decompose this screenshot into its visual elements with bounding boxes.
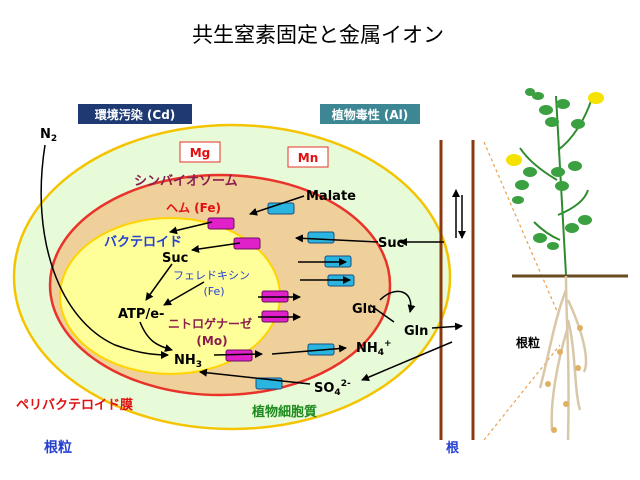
nodule-label-left: 根粒: [44, 439, 72, 456]
leaf: [571, 119, 585, 129]
nh4-label: NH4+: [356, 339, 392, 358]
peribacteroid-label: ペリバクテロイド膜: [16, 397, 133, 413]
nh3-out-arrow: [213, 350, 263, 359]
leaf: [512, 196, 524, 204]
heme-label: ヘム (Fe): [166, 201, 221, 215]
leaf: [515, 180, 529, 190]
transporter-blue: [267, 202, 295, 215]
mg-label: Mg: [190, 146, 211, 160]
page-title: 共生窒素固定と金属イオン: [192, 23, 444, 47]
root-nodule: [575, 365, 581, 371]
transporter-magenta: [225, 349, 253, 362]
leaf: [539, 105, 553, 115]
n2-influx-arrow: [40, 144, 169, 359]
bacteroid-label: バクテロイド: [104, 235, 182, 250]
gln-out-arrow: [431, 322, 463, 331]
transporter-blue: [307, 231, 335, 244]
heme-arrow: [169, 221, 213, 235]
ferredoxin-fe-label: (Fe): [203, 285, 224, 298]
pollution-label: 環境汚染 (Cd): [95, 107, 176, 122]
leaf: [533, 233, 547, 243]
toxicity-box: [320, 104, 420, 124]
leaf: [578, 215, 592, 225]
ferredoxin-arrow: [163, 281, 205, 306]
suc-outer-label: Suc: [378, 236, 404, 251]
plant-cytoplasm-label: 植物細胞質: [251, 404, 317, 420]
nh4-arrow: [271, 344, 347, 355]
soybean-plant-illustration: [506, 88, 628, 441]
so4-label: SO42-: [314, 379, 351, 398]
nh3-label: NH3: [174, 353, 202, 370]
root-nodule: [545, 381, 551, 387]
toxicity-label: 植物毒性 (Al): [331, 107, 409, 122]
flower: [506, 154, 522, 166]
atp-to-nitrogenase-arrow: [139, 321, 173, 352]
n2-label: N2: [40, 127, 57, 144]
suc-inner-label: Suc: [162, 251, 188, 266]
leaf: [545, 117, 559, 127]
malate-arrow: [249, 195, 305, 216]
nitrogenase-label: ニトロゲナーゼ: [168, 316, 252, 331]
mn-box: [287, 146, 329, 168]
suc-outer-arrow: [295, 234, 379, 243]
root-nodule: [551, 427, 557, 433]
leaf: [568, 161, 582, 171]
suc-inner-arrow: [191, 242, 241, 253]
glu-gln-arrow: [379, 290, 416, 313]
plant-roots: [538, 275, 588, 441]
leaf: [565, 223, 579, 233]
leaf: [551, 167, 565, 177]
glu-gln-bar: [369, 304, 395, 323]
leaf: [555, 181, 569, 191]
leaf: [525, 88, 535, 96]
so4-arrow: [199, 368, 311, 385]
ferredoxin-label: フェレドキシン: [173, 269, 250, 282]
leaf: [523, 167, 537, 177]
flower: [588, 92, 604, 104]
pollution-box: [78, 104, 192, 124]
leaf: [547, 242, 559, 250]
root-nodule: [577, 325, 583, 331]
connector-line-bottom: [483, 344, 561, 441]
malate-label: Malate: [306, 189, 356, 204]
suc-to-atp-arrow: [145, 263, 173, 301]
connector-line-top: [483, 141, 561, 319]
leaf: [532, 92, 544, 100]
root-nodule: [563, 401, 569, 407]
leaf: [556, 99, 570, 109]
symbiosome-label: シンバイオソーム: [134, 174, 238, 189]
nodule-label-right: 根粒: [516, 335, 540, 350]
root-label: 根: [446, 440, 460, 456]
so4-uptake-arrow: [361, 341, 453, 381]
nitrogenase-mo-label: (Mo): [196, 334, 227, 348]
mg-box: [179, 141, 221, 163]
glu-label: Glu: [352, 302, 376, 317]
atp-label: ATP/e-: [118, 307, 164, 322]
mn-label: Mn: [298, 151, 318, 165]
root-nodule: [557, 349, 563, 355]
gln-label: Gln: [404, 324, 428, 339]
transporter-magenta: [207, 217, 235, 230]
